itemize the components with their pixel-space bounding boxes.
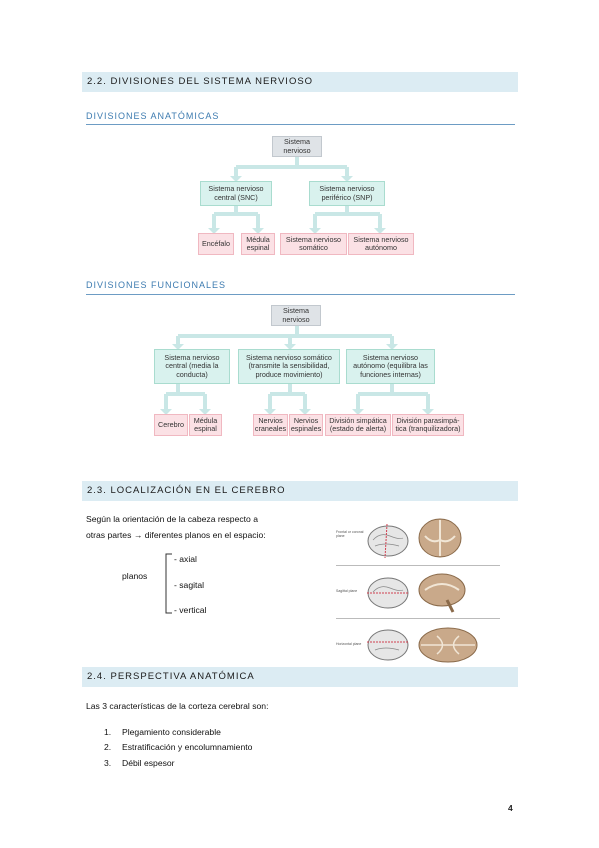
node-simpatica: División simpática (estado de alerta) — [325, 414, 391, 436]
caption-frontal: Frontal or coronal plane — [336, 530, 364, 538]
page-number: 4 — [508, 803, 513, 813]
divider — [86, 294, 515, 295]
diagram-connectors — [160, 326, 434, 415]
caption-horizontal: Horizontal plane — [336, 642, 362, 646]
node-medula-espinal: Médula espinal — [241, 233, 275, 255]
node-cerebro: Cerebro — [154, 414, 188, 436]
section-header-2-3: 2.3. LOCALIZACIÓN EN EL CEREBRO — [82, 481, 518, 501]
divider — [86, 124, 515, 125]
perspectiva-intro: Las 3 características de la corteza cere… — [86, 701, 269, 711]
paragraph-line-2: otras partes → diferentes planos en el e… — [86, 530, 266, 540]
list-number: 1. — [104, 727, 112, 737]
node-somatico: Sistema nervioso somático — [280, 233, 347, 255]
diagram-connectors — [208, 157, 386, 234]
node-espinales: Nervios espinales — [289, 414, 323, 436]
node-somatico-func: Sistema nervioso somático (transmite la … — [238, 349, 340, 384]
brain-lateral-icon — [367, 523, 409, 559]
subsection-title-funcionales: DIVISIONES FUNCIONALES — [86, 280, 227, 290]
plano-sagital: - sagital — [174, 580, 205, 590]
node-sistema-nervioso-func: Sistema nervioso — [271, 305, 321, 326]
bracket-icon — [165, 553, 172, 614]
list-item: Plegamiento considerable — [122, 727, 221, 737]
node-central: Sistema nervioso central (media la condu… — [154, 349, 230, 384]
plano-axial: - axial — [174, 554, 197, 564]
subsection-title-anatomicas: DIVISIONES ANATÓMICAS — [86, 111, 220, 121]
planos-label: planos — [122, 571, 148, 581]
brain-lateral-icon — [367, 629, 409, 661]
brain-sagittal-section-icon — [418, 573, 466, 613]
node-snp: Sistema nervioso periférico (SNP) — [309, 181, 385, 206]
node-autonomo: Sistema nervioso autónomo — [348, 233, 414, 255]
list-item: Débil espesor — [122, 758, 175, 768]
section-header-2-2: 2.2. DIVISIONES DEL SISTEMA NERVIOSO — [82, 72, 518, 92]
caption-sagittal: Sagittal plane — [336, 589, 358, 593]
brain-horizontal-section-icon — [418, 627, 478, 663]
plano-vertical: - vertical — [174, 605, 207, 615]
node-autonomo-func: Sistema nervioso autónomo (equilibra las… — [346, 349, 435, 384]
node-parasimpatica: División parasimpá­tica (tranquilizadora… — [392, 414, 464, 436]
node-medula-func: Médula espinal — [189, 414, 222, 436]
brain-lateral-icon — [367, 577, 409, 609]
brain-coronal-section-icon — [418, 518, 462, 558]
section-header-2-4: 2.4. PERSPECTIVA ANATÓMICA — [82, 667, 518, 687]
node-sistema-nervioso: Sistema nervioso — [272, 136, 322, 157]
list-item: Estratificación y encolumnamiento — [122, 742, 253, 752]
list-number: 2. — [104, 742, 112, 752]
paragraph-line-1: Según la orientación de la cabeza respec… — [86, 514, 258, 524]
list-number: 3. — [104, 758, 112, 768]
node-craneales: Nervios craneales — [253, 414, 288, 436]
node-encefalo: Encéfalo — [198, 233, 234, 255]
node-snc: Sistema nervioso central (SNC) — [200, 181, 272, 206]
